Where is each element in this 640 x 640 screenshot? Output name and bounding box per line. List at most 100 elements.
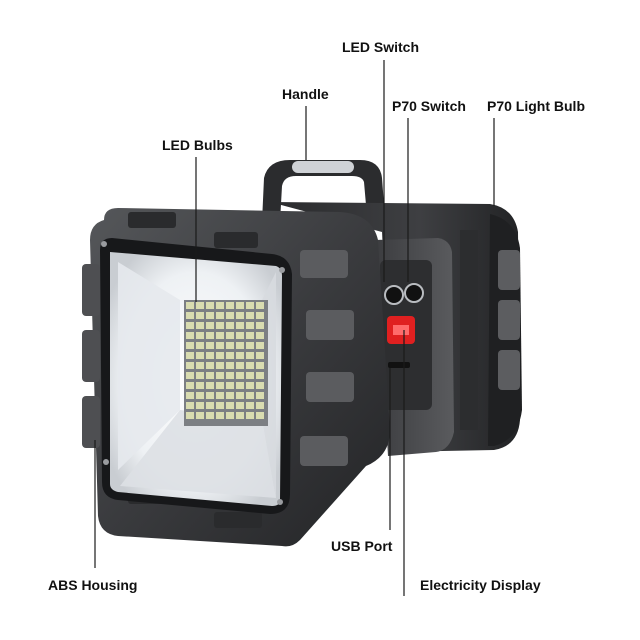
usb-port-slot [388, 362, 410, 368]
led-chip [226, 372, 234, 379]
led-chip [256, 372, 264, 379]
led-chip [226, 312, 234, 319]
led-chip [186, 392, 194, 399]
led-chip [206, 382, 214, 389]
label-electricity-display: Electricity Display [420, 577, 541, 593]
led-chip [236, 372, 244, 379]
led-chip [226, 362, 234, 369]
led-chip [186, 332, 194, 339]
led-chip [256, 342, 264, 349]
led-chip [216, 302, 224, 309]
led-chip [236, 402, 244, 409]
label-handle: Handle [282, 86, 329, 102]
label-led-switch: LED Switch [342, 39, 420, 55]
led-chip [216, 312, 224, 319]
p70-switch-button [404, 283, 424, 303]
led-chip [236, 392, 244, 399]
led-chip [246, 322, 254, 329]
led-chip [196, 322, 204, 329]
led-chip [216, 402, 224, 409]
led-chip [236, 332, 244, 339]
led-bulbs-array [184, 300, 268, 426]
led-chip [206, 332, 214, 339]
led-chip [186, 352, 194, 359]
label-usb-port: USB Port [331, 538, 393, 554]
led-chip [246, 402, 254, 409]
led-chip [246, 392, 254, 399]
led-chip [186, 322, 194, 329]
led-chip [226, 352, 234, 359]
led-chip [256, 312, 264, 319]
led-chip [216, 382, 224, 389]
led-chip [246, 332, 254, 339]
led-chip [246, 302, 254, 309]
led-chip [246, 382, 254, 389]
led-chip [226, 322, 234, 329]
led-chip [216, 372, 224, 379]
led-chip [236, 382, 244, 389]
control-panel [376, 238, 454, 456]
led-chip [256, 412, 264, 419]
led-chip [186, 372, 194, 379]
led-chip [216, 392, 224, 399]
led-chip [206, 322, 214, 329]
led-chip [196, 382, 204, 389]
led-chip [206, 402, 214, 409]
label-led-bulbs: LED Bulbs [162, 137, 233, 153]
led-chip [196, 372, 204, 379]
led-chip [256, 402, 264, 409]
led-chip [196, 312, 204, 319]
led-chip [216, 412, 224, 419]
led-chip [186, 312, 194, 319]
led-chip [246, 372, 254, 379]
led-chip [236, 362, 244, 369]
led-chip [226, 392, 234, 399]
led-chip [186, 382, 194, 389]
led-chip [236, 302, 244, 309]
led-chip [186, 302, 194, 309]
led-chip [226, 302, 234, 309]
led-chip [206, 372, 214, 379]
led-chip [256, 362, 264, 369]
led-chip [246, 362, 254, 369]
led-chip [256, 322, 264, 329]
led-chip [216, 342, 224, 349]
led-chip [206, 412, 214, 419]
led-chip [236, 322, 244, 329]
led-chip [236, 412, 244, 419]
led-chip [236, 312, 244, 319]
led-chip [196, 352, 204, 359]
led-chip [206, 362, 214, 369]
led-chip [246, 312, 254, 319]
led-chip [186, 342, 194, 349]
led-chip [246, 352, 254, 359]
led-chip [256, 332, 264, 339]
led-chip [216, 322, 224, 329]
led-chip [196, 342, 204, 349]
led-chip [186, 402, 194, 409]
led-chip [206, 302, 214, 309]
led-chip [246, 342, 254, 349]
led-chip [246, 412, 254, 419]
led-chip [226, 402, 234, 409]
led-chip [186, 412, 194, 419]
led-chip [196, 412, 204, 419]
led-chip [226, 332, 234, 339]
led-chip [236, 342, 244, 349]
led-chip [206, 392, 214, 399]
led-chip [256, 382, 264, 389]
led-chip [256, 352, 264, 359]
led-chip [196, 392, 204, 399]
led-chip [186, 362, 194, 369]
led-chip [196, 362, 204, 369]
label-p70-light-bulb: P70 Light Bulb [487, 98, 585, 114]
led-chip [196, 302, 204, 309]
led-chip [216, 332, 224, 339]
label-abs-housing: ABS Housing [48, 577, 138, 593]
handle-part [262, 160, 384, 222]
led-chip [226, 412, 234, 419]
led-chip [236, 352, 244, 359]
led-chip [196, 402, 204, 409]
led-chip [216, 362, 224, 369]
